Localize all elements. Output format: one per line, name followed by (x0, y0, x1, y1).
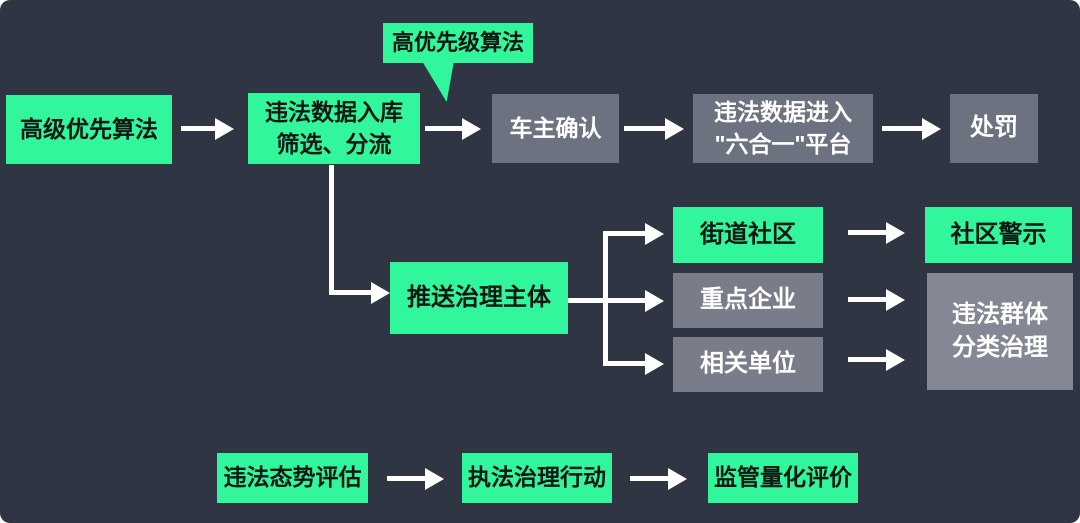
node-quantified-evaluation: 监管量化评价 (708, 453, 858, 503)
node-advanced-algorithm: 高级优先算法 (6, 95, 172, 164)
node-situation-assessment: 违法态势评估 (217, 453, 368, 503)
node-platform: 违法数据进入 "六合一"平台 (693, 94, 873, 163)
node-group-governance: 违法群体 分类治理 (927, 273, 1073, 390)
node-street-community: 街道社区 (673, 207, 823, 263)
arrow-to-key-enterprises-icon (568, 298, 645, 303)
node-enforcement-action: 执法治理行动 (462, 453, 612, 503)
arrow-assessment-to-action-icon (387, 476, 425, 481)
arrow-action-to-evaluation-icon (630, 476, 668, 481)
node-community-warning: 社区警示 (925, 207, 1072, 263)
node-punishment: 处罚 (950, 94, 1038, 163)
arrow-to-street-community-icon (603, 231, 645, 236)
arrow-owner-to-platform-icon (624, 126, 665, 131)
callout-high-priority-algorithm: 高优先级算法 (383, 23, 533, 63)
node-push-subject: 推送治理主体 (390, 262, 568, 334)
node-owner-confirm: 车主确认 (492, 94, 619, 163)
arrow-enterprises-to-governance-icon (848, 297, 886, 302)
arrow-platform-to-punishment-icon (882, 126, 922, 131)
callout-tail-icon (422, 61, 454, 102)
node-data-intake: 违法数据入库 筛选、分流 (248, 93, 420, 164)
node-related-units: 相关单位 (673, 337, 823, 392)
arrow-intake-to-owner-icon (425, 126, 462, 131)
arrow-to-related-units-icon (603, 361, 645, 366)
node-key-enterprises: 重点企业 (673, 273, 823, 328)
arrow-community-to-warning-icon (848, 230, 886, 235)
arrow-units-to-governance-icon (848, 357, 886, 362)
arrow-advanced-to-intake-icon (181, 126, 215, 131)
connector-intake-down-icon (329, 165, 334, 293)
arrow-down-to-push-subject-icon (329, 290, 371, 295)
